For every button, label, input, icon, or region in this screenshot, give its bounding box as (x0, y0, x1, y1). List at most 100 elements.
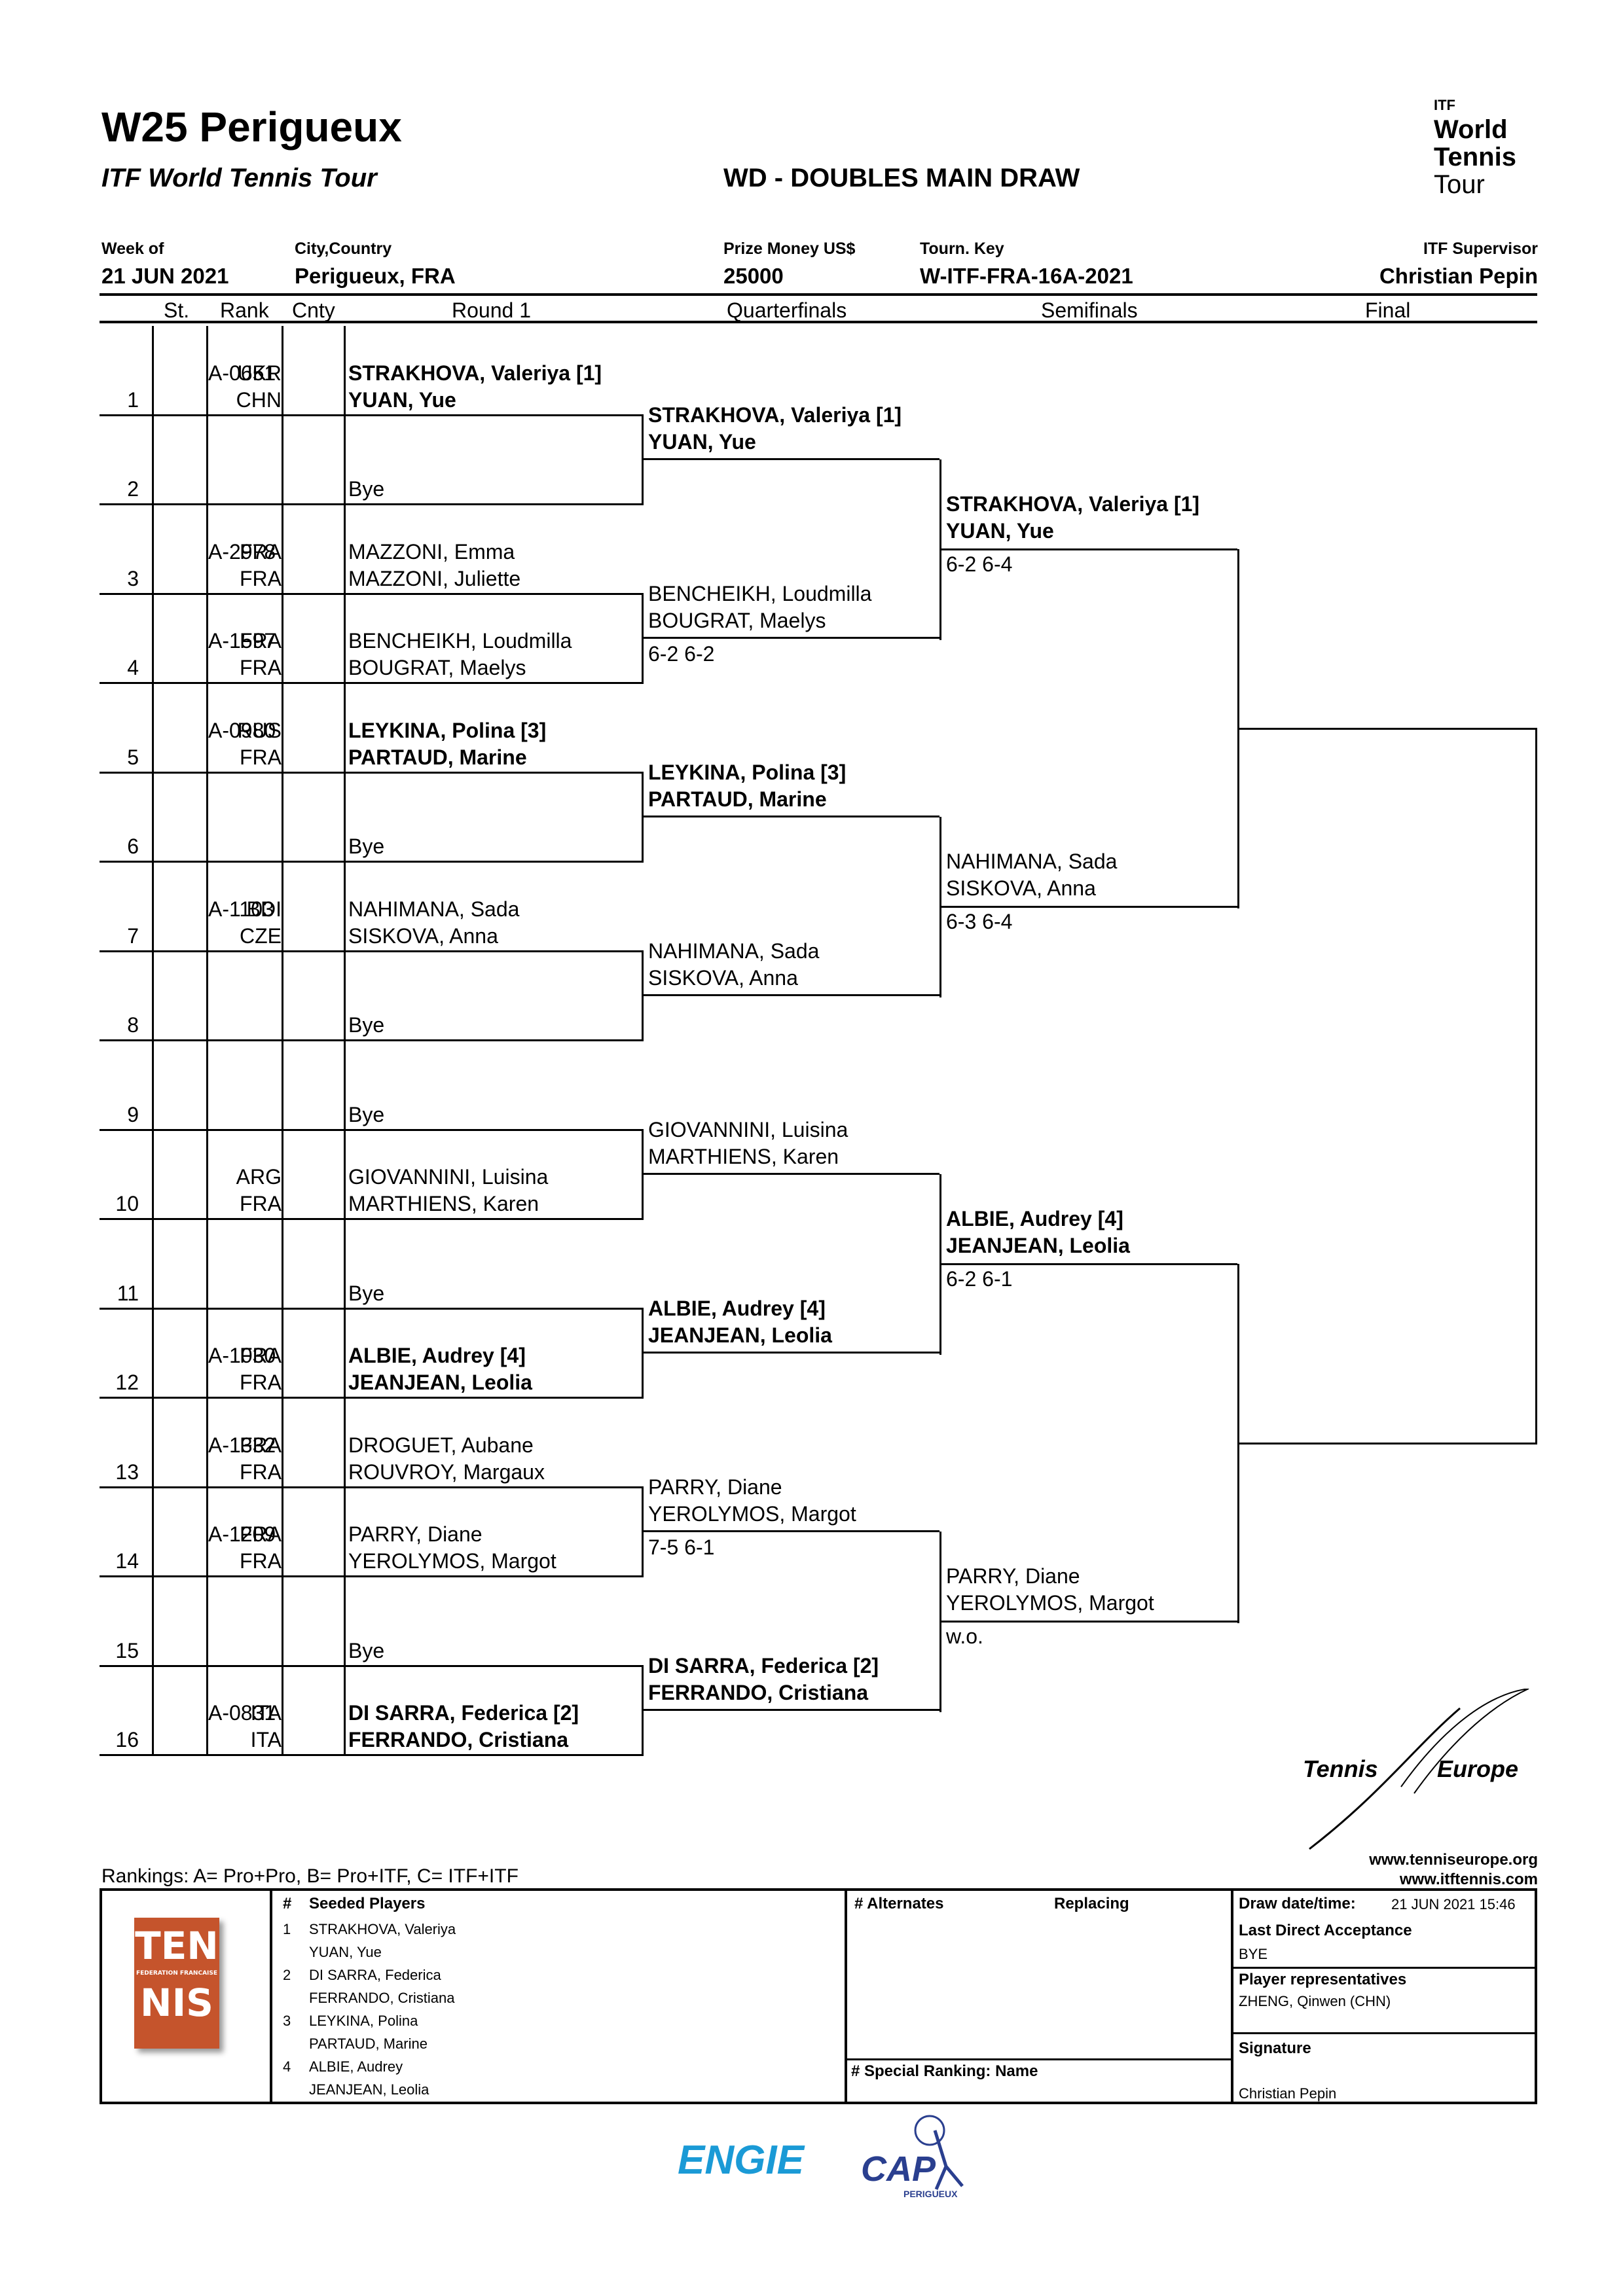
player-name[interactable]: ALBIE, Audrey [4] (348, 1344, 526, 1367)
player-name[interactable]: STRAKHOVA, Valeriya [1] (348, 361, 602, 385)
sf-line-2 (939, 906, 1237, 908)
logo-world: World (1434, 115, 1508, 144)
logo-tour: Tour (1434, 170, 1485, 199)
qf-player-name[interactable]: NAHIMANA, Sada (648, 939, 820, 963)
r1-slot-line-11 (100, 1307, 642, 1310)
special-ranking-title: # Special Ranking: Name (851, 2062, 1038, 2080)
player-name[interactable]: YUAN, Yue (348, 387, 456, 412)
draw-position-3: 3 (127, 566, 139, 590)
r1-slot-line-6 (100, 861, 642, 863)
country-code: ITA (250, 1728, 282, 1751)
country-code: FRA (240, 1433, 282, 1457)
engie-logo: ENGIE (678, 2138, 804, 2183)
player-name[interactable]: BENCHEIKH, Loudmilla (348, 629, 572, 653)
qf-player-name[interactable]: ALBIE, Audrey [4] (648, 1296, 826, 1320)
player-name[interactable]: LEYKINA, Polina [3] (348, 718, 547, 742)
qf-line-6 (642, 1351, 939, 1354)
sf-score: 6-2 6-1 (946, 1267, 1013, 1291)
player-name[interactable]: MAZZONI, Emma (348, 539, 515, 564)
qf-player-name[interactable]: GIOVANNINI, Luisina (648, 1117, 848, 1141)
player-name[interactable]: SISKOVA, Anna (348, 924, 498, 948)
player-name[interactable]: NAHIMANA, Sada (348, 897, 520, 921)
qf-line-3 (642, 815, 939, 817)
qf-line-4 (642, 994, 939, 996)
final-line-2 (1237, 1443, 1537, 1445)
qf-player-name[interactable]: MARTHIENS, Karen (648, 1144, 839, 1168)
player-name[interactable]: PARRY, Diane (348, 1522, 483, 1546)
rankings-note: Rankings: A= Pro+Pro, B= Pro+ITF, C= ITF… (101, 1865, 519, 1887)
rank-value: A-1030 (208, 1344, 276, 1367)
seeded-player-name: LEYKINA, Polina (309, 2013, 418, 2029)
qf-line-8 (642, 1708, 939, 1711)
sf-player-name[interactable]: YUAN, Yue (946, 519, 1054, 543)
player-name[interactable]: BOUGRAT, Maelys (348, 656, 526, 679)
r1-slot-line-3 (100, 592, 642, 595)
tourn-key-label: Tourn. Key (920, 240, 1004, 258)
qf-player-name[interactable]: DI SARRA, Federica [2] (648, 1653, 879, 1677)
draw-position-15: 15 (115, 1638, 139, 1662)
fft-logo: TEN FEDERATION FRANCAISE NIS (134, 1918, 219, 2049)
col-semifinals: Semifinals (1041, 298, 1138, 322)
draw-position-1: 1 (127, 387, 139, 412)
rank-value: A-2978 (208, 539, 276, 564)
player-name[interactable]: JEANJEAN, Leolia (348, 1371, 532, 1394)
qf-player-name[interactable]: PARTAUD, Marine (648, 787, 827, 811)
supervisor-value: Christian Pepin (1379, 264, 1538, 288)
qf-player-name[interactable]: JEANJEAN, Leolia (648, 1323, 832, 1347)
qf-score: 6-2 6-2 (648, 641, 715, 666)
qf-player-name[interactable]: YEROLYMOS, Margot (648, 1501, 856, 1526)
country-code: FRA (240, 1371, 282, 1394)
final-line-1 (1237, 728, 1537, 730)
sf-player-name[interactable]: PARRY, Diane (946, 1564, 1080, 1588)
bye-label: Bye (348, 1638, 385, 1662)
qf-player-name[interactable]: BENCHEIKH, Loudmilla (648, 581, 872, 605)
footer-box (100, 1888, 1537, 2104)
r1-slot-line-1 (100, 414, 642, 416)
sf-player-name[interactable]: JEANJEAN, Leolia (946, 1234, 1130, 1258)
player-name[interactable]: ROUVROY, Margaux (348, 1460, 545, 1484)
qf-player-name[interactable]: STRAKHOVA, Valeriya [1] (648, 403, 902, 427)
cap-logo-text: CAP (861, 2149, 936, 2189)
qf-player-name[interactable]: SISKOVA, Anna (648, 965, 798, 990)
url-tenniseurope[interactable]: www.tenniseurope.org (1369, 1851, 1538, 1869)
rank-value: A-1209 (208, 1522, 276, 1546)
seeded-title: Seeded Players (309, 1895, 426, 1912)
qf-player-name[interactable]: LEYKINA, Polina [3] (648, 760, 847, 784)
r1-slot-line-4 (100, 682, 642, 684)
rank-value: A-1332 (208, 1433, 276, 1457)
sf-player-name[interactable]: SISKOVA, Anna (946, 876, 1096, 901)
footer-divider-1 (270, 1888, 272, 2104)
sf-player-name[interactable]: NAHIMANA, Sada (946, 850, 1118, 874)
player-name[interactable]: DI SARRA, Federica [2] (348, 1701, 579, 1725)
cap-perigueux-logo: CAP PERIGUEUX (858, 2111, 976, 2209)
qf-player-name[interactable]: PARRY, Diane (648, 1475, 782, 1499)
r1-slot-line-16 (100, 1754, 642, 1756)
draw-position-4: 4 (127, 656, 139, 679)
sf-player-name[interactable]: ALBIE, Audrey [4] (946, 1207, 1123, 1231)
prize-value: 25000 (723, 264, 784, 288)
player-name[interactable]: MAZZONI, Juliette (348, 566, 521, 590)
country-code: FRA (240, 1192, 282, 1215)
footer-divider-2 (845, 1888, 847, 2104)
r1-slot-line-5 (100, 771, 642, 774)
lda-rule (1231, 1967, 1537, 1969)
qf-player-name[interactable]: FERRANDO, Cristiana (648, 1680, 869, 1704)
player-name[interactable]: YEROLYMOS, Margot (348, 1549, 556, 1573)
sf-player-name[interactable]: STRAKHOVA, Valeriya [1] (946, 492, 1200, 516)
draw-position-2: 2 (127, 477, 139, 501)
player-name[interactable]: DROGUET, Aubane (348, 1433, 534, 1457)
qf-player-name[interactable]: YUAN, Yue (648, 429, 756, 454)
qf-player-name[interactable]: BOUGRAT, Maelys (648, 608, 826, 632)
player-name[interactable]: MARTHIENS, Karen (348, 1192, 539, 1215)
header-rule-bottom (100, 321, 1537, 323)
r1-slot-line-14 (100, 1575, 642, 1577)
player-name[interactable]: GIOVANNINI, Luisina (348, 1165, 549, 1189)
sf-player-name[interactable]: YEROLYMOS, Margot (946, 1591, 1154, 1615)
r1-slot-line-7 (100, 950, 642, 952)
draw-name: WD - DOUBLES MAIN DRAW (723, 164, 1080, 192)
country-code: ITA (250, 1701, 282, 1725)
seeded-player-name: DI SARRA, Federica (309, 1967, 441, 1983)
url-itftennis[interactable]: www.itftennis.com (1399, 1871, 1538, 1888)
player-name[interactable]: FERRANDO, Cristiana (348, 1728, 569, 1751)
player-name[interactable]: PARTAUD, Marine (348, 745, 527, 769)
